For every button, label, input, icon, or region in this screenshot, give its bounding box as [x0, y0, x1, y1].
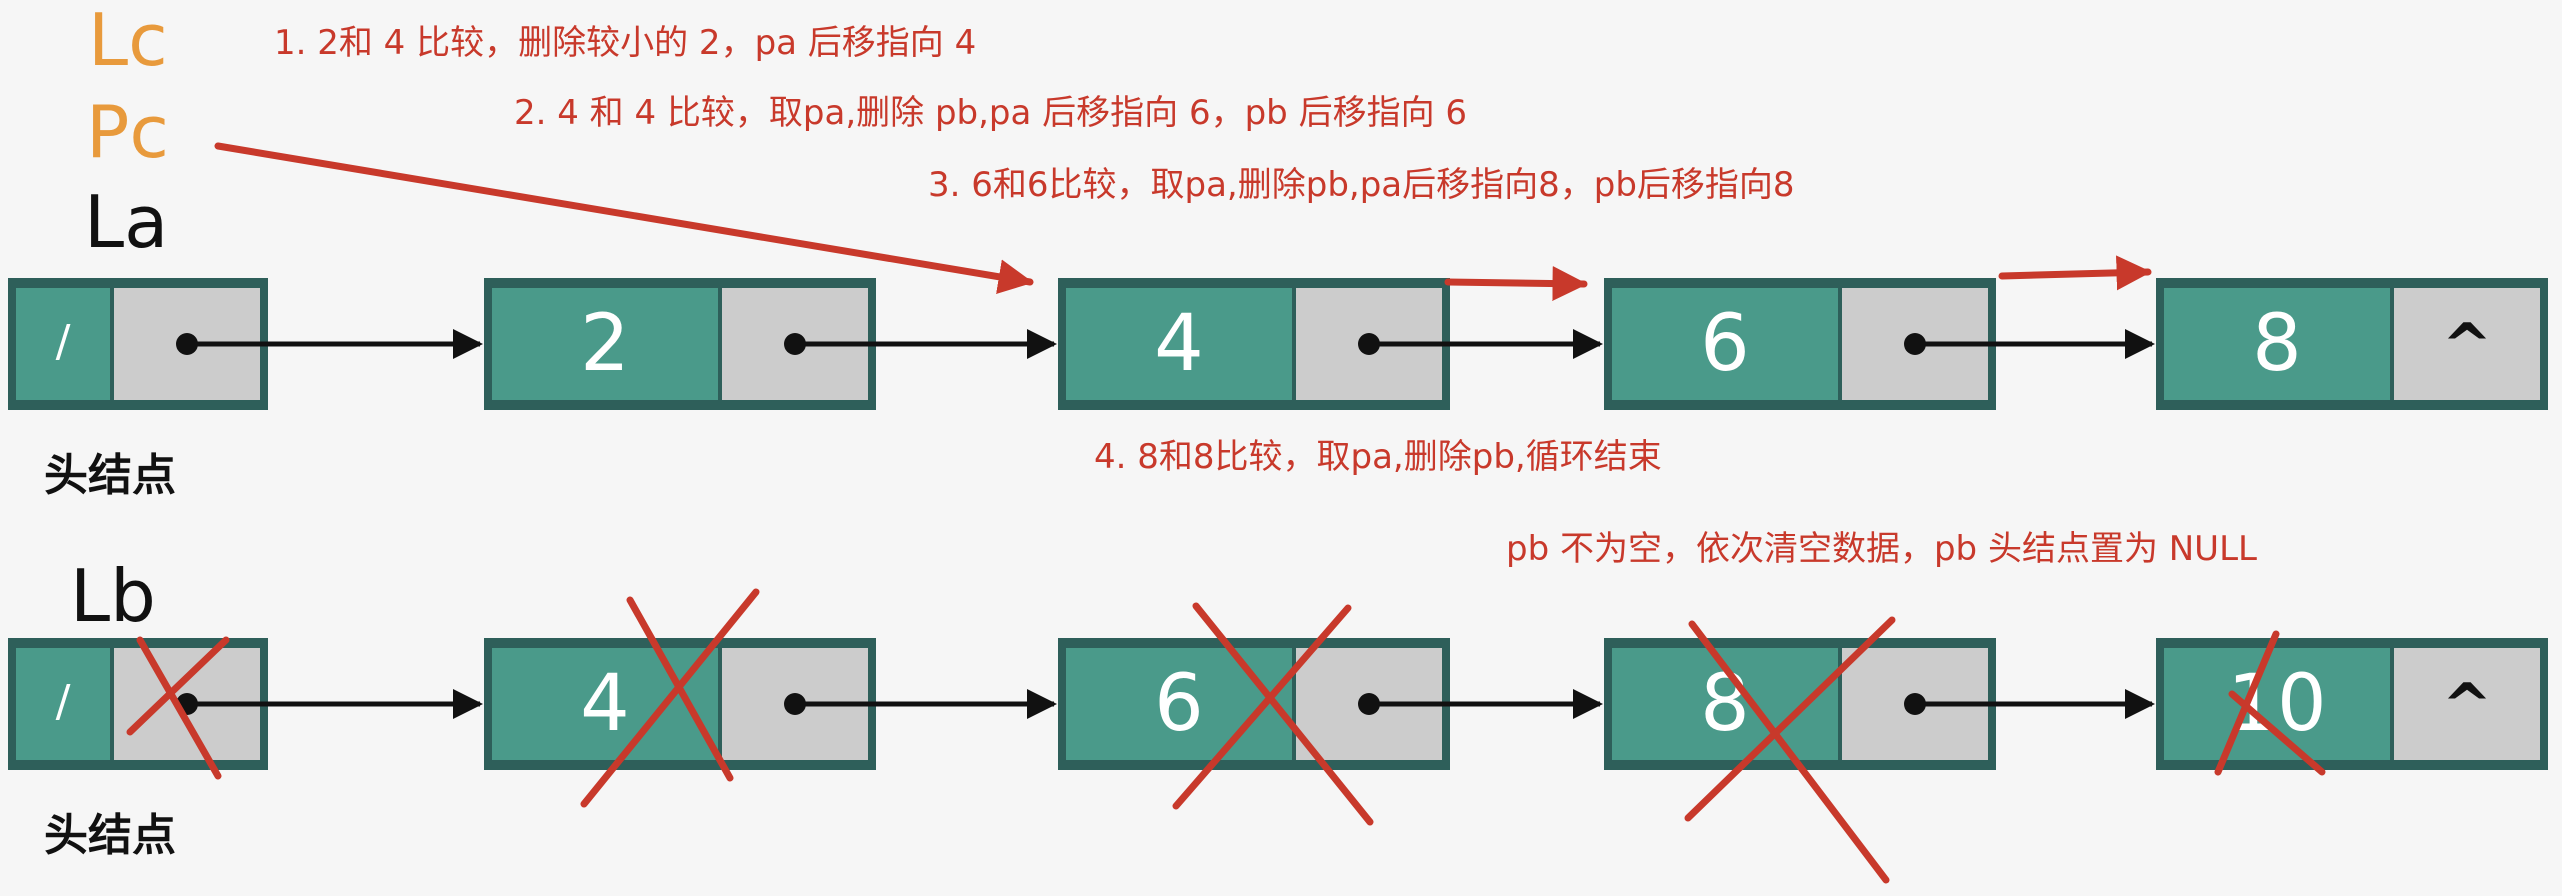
node-data-value: 4 [580, 659, 630, 749]
node-data-cell [1066, 288, 1292, 400]
deletion-cross-0 [126, 636, 230, 780]
list-a-node-4: 8^ [2156, 278, 2548, 410]
deletion-cross-2 [1172, 602, 1374, 826]
node-pointer-cell [2394, 648, 2540, 760]
node-data-value: 8 [2252, 299, 2302, 389]
cross-stroke [1688, 620, 1890, 884]
cross-stroke [2214, 630, 2280, 776]
node-data-value: 8 [1700, 659, 1750, 749]
node-data-cell [1612, 288, 1838, 400]
cross-stroke [126, 636, 230, 736]
node-data-value: 6 [1700, 299, 1750, 389]
step-2-note: 2. 4 和 4 比较，取pa,删除 pb,pa 后移指向 6，pb 后移指向 … [514, 93, 1468, 133]
node-data-value: 4 [1154, 299, 1204, 389]
lc-label: Lc [88, 0, 168, 82]
final-note: pb 不为空，依次清空数据，pb 头结点置为 NULL [1506, 529, 2257, 569]
node-data-cell [492, 288, 718, 400]
pc-to-node-4-arrow [214, 142, 1034, 295]
arrow-layer [176, 329, 2155, 719]
list-b-node-1: 4 [484, 638, 876, 770]
node-data-value: 6 [1154, 659, 1204, 749]
step-4-note: 4. 8和8比较，取pa,删除pb,循环结束 [1094, 437, 1662, 477]
null-pointer-symbol: ^ [2442, 671, 2492, 741]
cross-stroke [136, 636, 222, 780]
cross-stroke [1172, 604, 1352, 810]
node-data-value: 2 [580, 299, 630, 389]
node-data-cell [16, 648, 110, 760]
node-data-cell [2164, 648, 2390, 760]
pa-move-arrow-2 [1998, 255, 2152, 291]
pa-move-arrow-1 [1444, 266, 1588, 302]
node-pointer-cell [2394, 288, 2540, 400]
list-b-node-4: 10^ [2156, 638, 2548, 770]
node-data-value: / [56, 316, 71, 367]
la-label: La [84, 180, 169, 264]
deletion-mark-layer [126, 588, 2326, 884]
cross-stroke [1684, 616, 1896, 822]
head-node-label-a: 头结点 [44, 450, 176, 501]
pc-label: Pc [86, 90, 170, 174]
node-data-value: / [56, 676, 71, 727]
lb-label: Lb [70, 554, 156, 638]
node-data-cell [492, 648, 718, 760]
node-data-cell [2164, 288, 2390, 400]
pointer-move-arrow-layer [214, 142, 2152, 302]
deletion-cross-3 [1684, 616, 1896, 884]
deletion-cross-4 [2214, 630, 2326, 776]
cross-stroke [1192, 602, 1374, 826]
step-3-note: 3. 6和6比较，取pa,删除pb,pa后移指向8，pb后移指向8 [928, 165, 1795, 205]
node-data-cell [16, 288, 110, 400]
node-data-cell [1066, 648, 1292, 760]
null-pointer-symbol: ^ [2442, 311, 2492, 381]
head-node-label-b: 头结点 [44, 810, 176, 861]
cross-stroke [580, 588, 760, 808]
step-1-note: 1. 2和 4 比较，删除较小的 2，pa 后移指向 4 [274, 23, 977, 63]
deletion-cross-1 [580, 588, 760, 808]
